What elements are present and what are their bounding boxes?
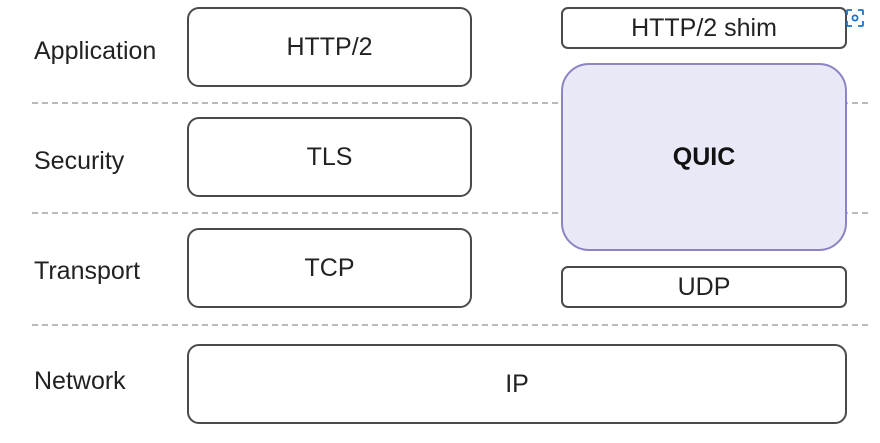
udp-box: UDP xyxy=(561,266,847,308)
tls-box: TLS xyxy=(187,117,472,197)
ip-label: IP xyxy=(505,369,529,398)
layer-divider xyxy=(32,102,868,104)
tcp-box: TCP xyxy=(187,228,472,308)
focus-frame-icon-graphic xyxy=(846,9,864,27)
ip-box: IP xyxy=(187,344,847,424)
layer-divider xyxy=(32,212,868,214)
layer-label-application: Application xyxy=(34,37,157,65)
http2-box: HTTP/2 xyxy=(187,7,472,87)
layer-divider xyxy=(32,324,868,326)
tcp-label: TCP xyxy=(304,253,355,282)
http2-label: HTTP/2 xyxy=(286,32,373,61)
http2-shim-box: HTTP/2 shim xyxy=(561,7,847,49)
udp-label: UDP xyxy=(677,272,731,301)
quic-box: QUIC xyxy=(561,63,847,251)
quic-label: QUIC xyxy=(672,142,736,171)
focus-frame-icon[interactable] xyxy=(845,8,865,28)
layer-label-network: Network xyxy=(34,367,126,395)
tls-label: TLS xyxy=(306,142,353,171)
layer-label-transport: Transport xyxy=(34,257,141,285)
http2-shim-label: HTTP/2 shim xyxy=(631,13,777,42)
layer-label-security: Security xyxy=(34,147,125,175)
